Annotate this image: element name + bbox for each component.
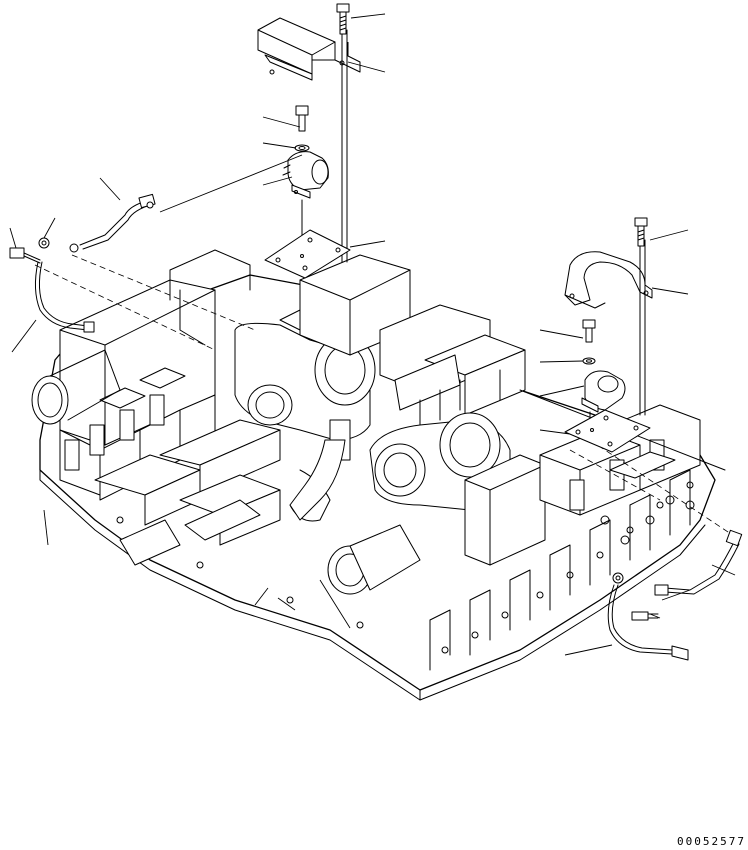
callout-leaders <box>10 14 735 655</box>
lower-ground-cable <box>608 573 688 660</box>
upper-bolt-icon <box>337 4 349 34</box>
right-mounting-plate <box>565 410 650 452</box>
turbocharger-upper <box>235 310 375 521</box>
center-manifold <box>300 255 525 430</box>
upper-relay <box>283 106 328 262</box>
right-bank-heads <box>520 390 725 515</box>
right-wire-harness <box>655 530 742 595</box>
routing-dashed-lines <box>35 255 740 540</box>
upper-mounting-plate <box>265 230 350 278</box>
reference-number: 00052577 <box>677 835 746 848</box>
right-relay <box>582 320 625 430</box>
flange-bolt-holes <box>67 477 694 653</box>
left-bank-heads <box>32 250 280 565</box>
left-ground-cable <box>10 238 94 332</box>
right-cover-bracket <box>565 240 652 415</box>
upper-wire-harness <box>70 194 155 252</box>
right-bolt-icon <box>635 218 647 246</box>
turbocharger-lower <box>328 413 545 594</box>
upper-cover-bracket <box>258 18 360 262</box>
